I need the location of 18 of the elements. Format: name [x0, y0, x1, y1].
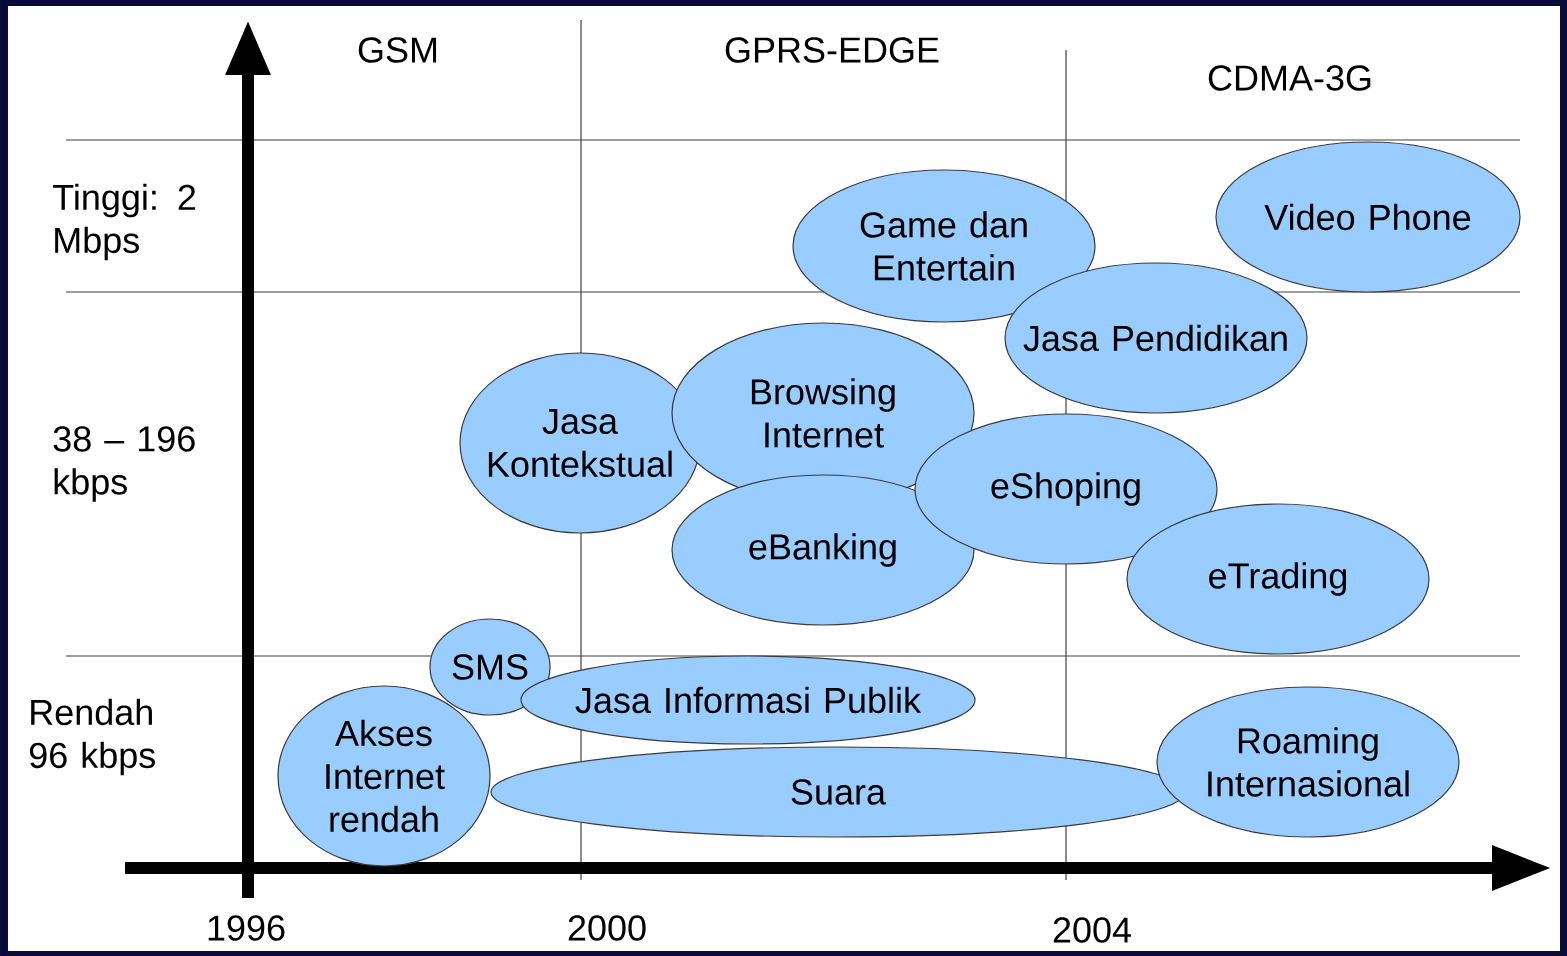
ellipse-bubble: Roaming Internasional	[1156, 686, 1460, 838]
axis-label: Tinggi: 2 Mbps	[53, 183, 196, 261]
axis-label: 1996	[208, 915, 285, 941]
axis-label: 2000	[568, 915, 646, 941]
axis-label: Rendah 96 kbps	[29, 698, 155, 776]
ellipse-bubble: Akses Internet rendah	[277, 685, 491, 867]
ellipse-bubble: Suara	[490, 746, 1186, 838]
ellipse-bubble: Video Phone	[1215, 141, 1521, 293]
ellipse-bubble: SMS	[429, 618, 551, 716]
ellipse-bubble: eShoping	[914, 413, 1218, 565]
axis-label: CDMA-3G	[1208, 65, 1371, 91]
axis-label: 2004	[1053, 917, 1131, 943]
axis-label: 38 – 196 kbps	[53, 426, 195, 502]
ellipse-bubble: eBanking	[671, 474, 975, 626]
ellipse-bubble: Jasa Kontekstual	[459, 352, 701, 534]
axis-label: GSM	[358, 37, 437, 63]
ellipse-bubble: Game dan Entertain	[792, 169, 1096, 323]
axis-label: GPRS-EDGE	[725, 37, 939, 63]
